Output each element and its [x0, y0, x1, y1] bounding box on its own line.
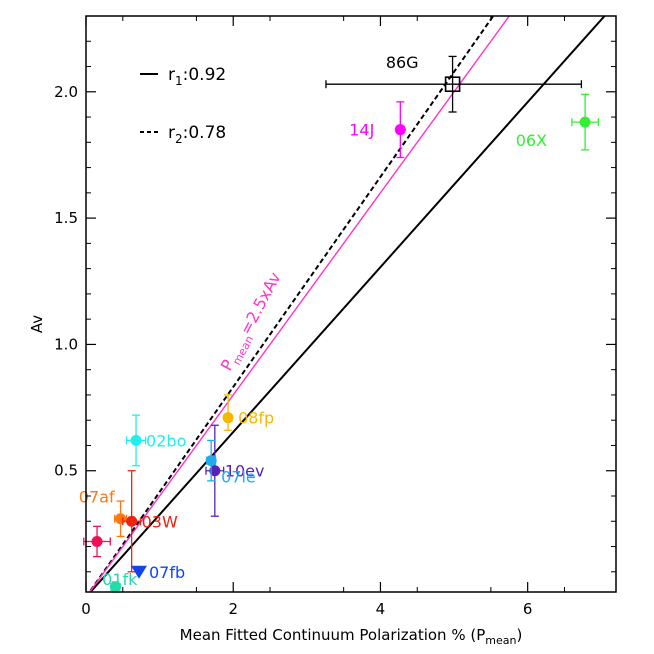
data-marker-circle: [130, 434, 142, 446]
y-tick-label: 1.0: [54, 335, 78, 353]
y-tick-label: 0.5: [54, 462, 78, 480]
y-axis-label: Av: [28, 315, 46, 333]
data-point: [394, 101, 406, 159]
data-point: [571, 93, 599, 151]
data-marker-circle: [109, 581, 121, 593]
data-marker-triangle: [131, 565, 147, 579]
point-label: 01fk: [102, 570, 138, 589]
data-marker-circle: [115, 513, 127, 525]
point-label: 14J: [349, 121, 374, 140]
fit-line-r2: [88, 16, 495, 592]
data-marker-circle: [209, 465, 221, 477]
data-marker-circle: [579, 116, 591, 128]
x-tick-label: 0: [81, 600, 91, 618]
point-label: 03W: [142, 512, 178, 531]
point-label: 86G: [386, 53, 419, 72]
x-tick-label: 2: [228, 600, 238, 618]
data-marker-circle: [126, 515, 138, 527]
fit-line-pmean: [88, 16, 511, 592]
y-tick-label: 2.0: [54, 83, 78, 101]
data-point: [122, 470, 142, 573]
data-point: [131, 565, 147, 579]
data-marker-circle: [205, 455, 217, 467]
data-marker-square: [444, 76, 461, 93]
point-label: 07af: [79, 488, 115, 507]
data-point: [114, 500, 128, 538]
legend: r1:0.92 r2:0.78: [140, 65, 226, 146]
data-point: [205, 439, 217, 482]
y-tick-label: 1.5: [54, 209, 78, 227]
data-point: [125, 414, 147, 467]
point-label: 08fp: [238, 409, 274, 428]
data-marker-circle: [91, 535, 103, 547]
point-label: 06X: [516, 131, 547, 150]
data-marker-circle: [394, 124, 406, 136]
point-label: 07le: [221, 468, 256, 487]
point-label: 02bo: [146, 431, 186, 450]
data-point: [83, 525, 111, 558]
legend-entry-r1: r1:0.92: [168, 65, 226, 88]
point-label: 07fb: [149, 563, 185, 582]
point-label: 10ev: [225, 462, 265, 481]
plot-frame: [85, 15, 617, 593]
data-point: [222, 394, 234, 431]
data-point: [325, 55, 583, 113]
x-tick-label: 6: [523, 600, 533, 618]
x-tick-label: 4: [376, 600, 386, 618]
fit-line-r1: [89, 16, 606, 592]
x-axis-label: Mean Fitted Continuum Polarization % (Pm…: [180, 626, 523, 647]
legend-entry-r2: r2:0.78: [168, 123, 226, 146]
data-marker-circle: [222, 412, 234, 424]
